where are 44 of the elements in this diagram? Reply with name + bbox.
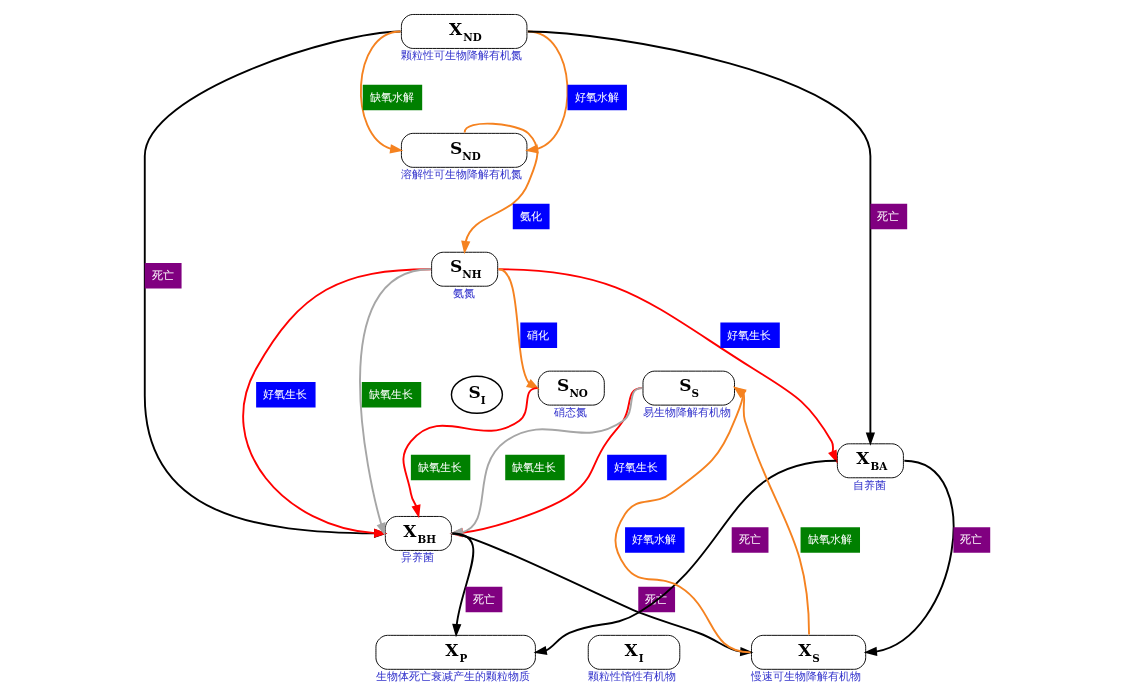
node-label: 颗粒性惰性有机物 [588,669,677,684]
edge-label: 氨化 [519,208,542,223]
node-label: 异养菌 [400,550,434,565]
edge-label: 硝化 [527,327,550,342]
node-label: 自养菌 [852,477,886,492]
node-box: S$_{S}$ [642,370,735,406]
node-box: X$_{BH}$ [384,516,452,551]
node-box: X$_{BA}$ [836,443,904,479]
arrow [863,459,955,657]
edge-label: 死亡 [472,591,495,606]
edge-label: 好氧生长 [263,387,308,402]
edge-label: 死亡 [960,532,983,547]
edge-label: 好氧水解 [632,532,677,547]
node-box: X$_{I}$ [587,634,681,670]
edge-label: 缺氧生长 [512,459,557,474]
arrow [451,532,475,638]
edge-label: 缺氧水解 [369,89,414,104]
node-label: 颗粒性可生物降解有机氮 [401,48,523,63]
node-box: S$_{NH}$ [431,251,499,287]
arrow [497,268,540,390]
node-label: 易生物降解有机物 [642,405,731,420]
node-box: X$_{S}$ [751,634,867,670]
edge-label: 缺氧生长 [417,459,462,474]
edge-label: 缺氧生长 [368,387,413,402]
edge-label: 死亡 [151,268,174,283]
node-label: 溶解性可生物降解有机氮 [401,167,523,182]
edge-label: 好氧生长 [727,327,772,342]
edge-label: 好氧生长 [614,459,659,474]
edge-label: 死亡 [877,208,900,223]
node-box: S$_{ND}$ [400,132,528,168]
node-label: 硝态氮 [553,405,587,420]
node-ellipse: S$_{I}$ [450,375,504,414]
edge-label: 缺氧水解 [807,532,852,547]
arrow [497,268,838,464]
node-box: X$_{ND}$ [400,14,528,49]
node-box: S$_{NO}$ [537,370,605,406]
arrow [360,30,404,154]
arrow [402,387,539,519]
node-box: X$_{P}$ [375,634,536,670]
node-label: 氨氮 [452,286,475,301]
node-label: 生物体死亡衰减产生的颗粒物质 [375,669,530,684]
edge-label: 死亡 [738,532,761,547]
node-label: 慢速可生物降解有机物 [751,669,862,684]
edge-label: 好氧水解 [574,89,619,104]
